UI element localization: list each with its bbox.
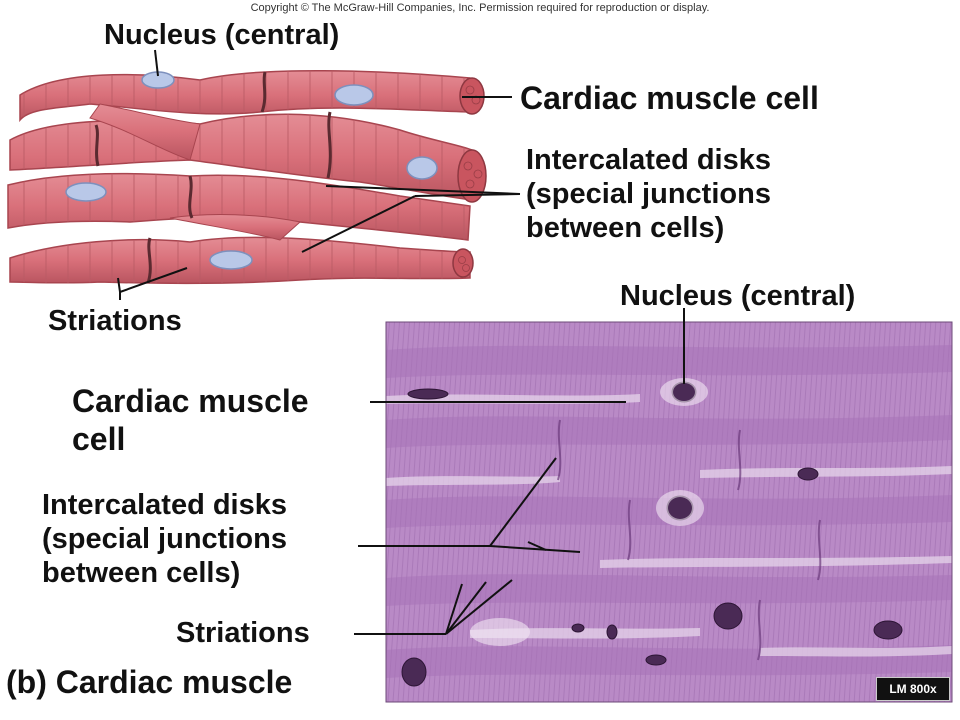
nucleus-3 (406, 156, 438, 180)
fiber-illustration (7, 69, 487, 285)
drawing-nucleus-label: Nucleus (central) (104, 19, 340, 51)
drawing-disks-label: Intercalated disks (special junctions be… (526, 144, 771, 244)
micrograph-nucleus-label: Nucleus (central) (620, 280, 856, 312)
nucleus-5 (209, 250, 253, 270)
illustration-leader-lines (117, 49, 521, 300)
micrograph-cell-label: Cardiac muscle cell (72, 383, 309, 457)
micrograph-striations-label: Striations (176, 617, 310, 649)
copyright-notice: Copyright © The McGraw-Hill Companies, I… (250, 2, 710, 14)
magnification-badge: LM 800x (876, 677, 950, 701)
figure-caption: (b) Cardiac muscle (6, 664, 293, 700)
micrograph (386, 322, 952, 702)
drawing-cell-label: Cardiac muscle cell (520, 80, 819, 116)
nucleus-4 (65, 182, 107, 202)
nucleus-2 (334, 84, 374, 106)
micrograph-leader-lines (354, 308, 685, 635)
drawing-striations-label: Striations (48, 305, 182, 337)
micrograph-disks-label: Intercalated disks (special junctions be… (42, 489, 287, 589)
